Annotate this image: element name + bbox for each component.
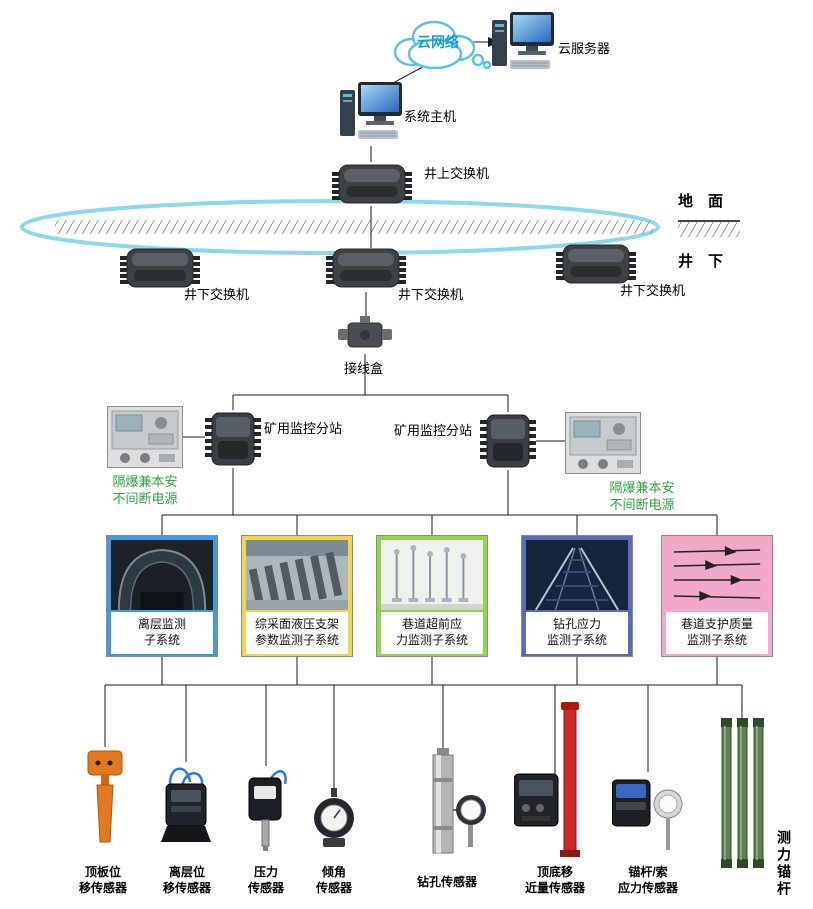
subsystem-card-2-label: 综采面液压支架 参数监测子系统 (246, 612, 348, 654)
subsystem-3-line2: 力监测子系统 (395, 633, 468, 647)
surface-switch-icon (332, 160, 412, 208)
ups-label-2-line2: 不间断电源 (609, 496, 675, 512)
underground-switch-icon-1 (120, 244, 200, 292)
sensor-2-line1: 离层位 (168, 865, 205, 879)
separation-displacement-sensor-icon (158, 760, 214, 846)
sensor-2-line2: 移传感器 (162, 881, 211, 896)
stress-meters-photo (381, 540, 483, 610)
ups-box-icon-2 (565, 412, 641, 474)
tilt-sensor-label: 倾角 传感器 (304, 864, 364, 896)
roof-displacement-sensor-icon (85, 745, 125, 845)
surface-switch-label: 井上交换机 (424, 166, 490, 181)
subsystem-card-hydraulic-support: 综采面液压支架 参数监测子系统 (241, 535, 353, 657)
sensor-7-line1: 锚杆/索 (628, 865, 668, 879)
junction-box-label: 接线盒 (344, 361, 384, 376)
tilt-sensor-icon (312, 788, 356, 850)
sensor-1-line1: 顶板位 (84, 865, 121, 879)
underground-switch-label-3: 井下交换机 (620, 283, 686, 298)
roof-floor-convergence-sensor-label: 顶底移 近量传感器 (513, 864, 597, 896)
subsystem-1-line2: 子系统 (143, 633, 180, 647)
sensor-3-line1: 压力 (253, 865, 278, 879)
subsystem-4-line2: 监测子系统 (546, 633, 607, 647)
ground-symbol-hatch (678, 222, 740, 237)
anchor-stress-sensor-label: 锚杆/索 应力传感器 (606, 864, 690, 896)
substation-label-1: 矿用监控分站 (264, 421, 343, 436)
sensor-6-line1: 顶底移 (536, 865, 573, 879)
substation-label-2: 矿用监控分站 (394, 423, 473, 438)
ups-label-1-line1: 隔爆兼本安 (112, 474, 178, 489)
mine-tracks-photo (526, 540, 628, 610)
ups-label-2: 隔爆兼本安 不间断电源 (592, 480, 692, 514)
force-measuring-anchor-rods-icon (720, 718, 766, 868)
sensor-4-line2: 传感器 (315, 881, 352, 896)
anchor-instruments-photo (666, 540, 768, 610)
ups-label-1: 隔爆兼本安 不间断电源 (95, 474, 195, 508)
subsystem-3-line1: 巷道超前应 (401, 617, 462, 632)
hydraulic-support-photo (246, 540, 348, 610)
sensor-5-line1: 钻孔传感器 (416, 875, 477, 889)
ground-hatch-band (55, 220, 653, 234)
underground-switch-label-1: 井下交换机 (184, 287, 250, 302)
borehole-sensor-label: 钻孔传感器 (405, 874, 489, 890)
underground-switch-icon-2 (326, 244, 406, 292)
cloud-network-icon (378, 12, 496, 76)
subsystem-5-line2: 监测子系统 (686, 633, 747, 647)
pressure-sensor-icon (242, 764, 290, 852)
roof-floor-convergence-sensor-icon (513, 702, 584, 860)
ups-box-icon-1 (107, 406, 183, 468)
sensor-4-line1: 倾角 (321, 865, 346, 879)
cloud-server-icon (492, 12, 554, 76)
subsystem-5-line1: 巷道支护质量 (680, 617, 753, 632)
system-host-icon (340, 82, 402, 146)
subsystem-2-line2: 参数监测子系统 (254, 633, 339, 647)
subsystem-card-4-label: 钻孔应力 监测子系统 (526, 612, 628, 654)
subsystem-2-line1: 综采面液压支架 (254, 617, 339, 632)
subsystem-card-roof-separation: 离层监测 子系统 (106, 535, 218, 657)
system-host-label: 系统主机 (404, 109, 457, 124)
subsystem-card-advance-stress: 巷道超前应 力监测子系统 (376, 535, 488, 657)
underground-label: 井 下 (678, 253, 724, 270)
pressure-sensor-label: 压力 传感器 (236, 864, 296, 896)
subsystem-card-3-label: 巷道超前应 力监测子系统 (381, 612, 483, 654)
borehole-sensor-icon (425, 748, 487, 860)
ups-label-1-line2: 不间断电源 (112, 490, 178, 506)
junction-box-icon (338, 316, 392, 354)
anchor-stress-sensor-icon (611, 770, 684, 854)
cloud-network-label: 云网络 (417, 34, 459, 50)
subsystem-card-5-label: 巷道支护质量 监测子系统 (666, 612, 768, 654)
sensor-3-line2: 传感器 (247, 881, 284, 896)
roof-displacement-sensor-label: 顶板位 移传感器 (70, 864, 136, 896)
substation-icon-1 (205, 410, 261, 468)
underground-switch-label-2: 井下交换机 (398, 287, 464, 302)
substation-icon-2 (480, 412, 536, 470)
sensor-6-line2: 近量传感器 (524, 881, 585, 896)
underground-switch-icon-3 (556, 240, 636, 288)
subsystem-4-line1: 钻孔应力 (552, 617, 601, 632)
force-measuring-anchor-label: 测力锚杆 (776, 830, 792, 898)
cloud-server-label: 云服务器 (558, 41, 611, 56)
ground-label: 地 面 (678, 193, 724, 210)
separation-displacement-sensor-label: 离层位 移传感器 (154, 864, 220, 896)
ups-label-2-line1: 隔爆兼本安 (609, 480, 675, 495)
subsystem-card-1-label: 离层监测 子系统 (111, 612, 213, 654)
subsystem-1-line1: 离层监测 (137, 617, 186, 632)
tunnel-photo (111, 540, 213, 610)
subsystem-card-borehole-stress: 钻孔应力 监测子系统 (521, 535, 633, 657)
sensor-7-line2: 应力传感器 (617, 881, 678, 896)
sensor-1-line2: 移传感器 (78, 881, 127, 896)
subsystem-card-support-quality: 巷道支护质量 监测子系统 (661, 535, 773, 657)
